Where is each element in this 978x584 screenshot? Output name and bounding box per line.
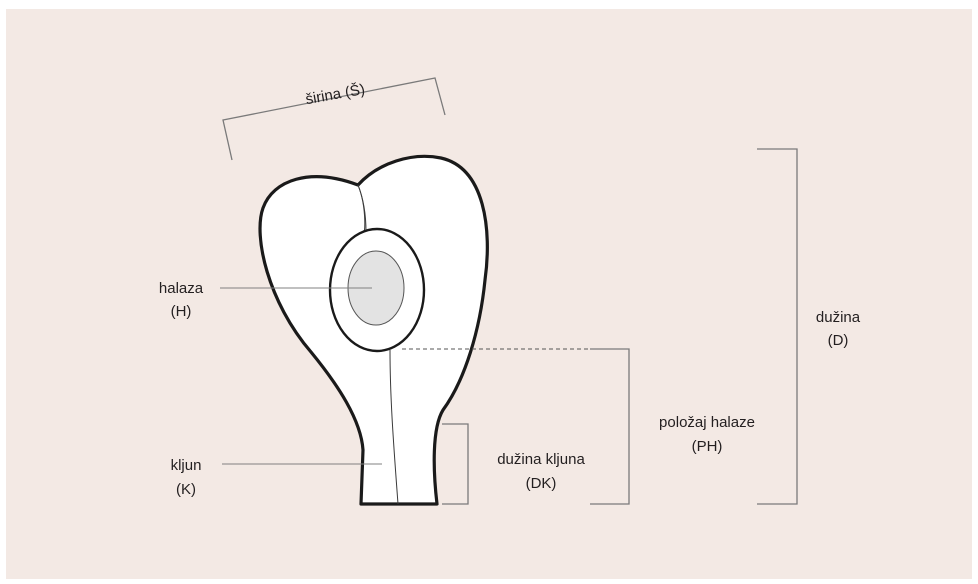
- duzina-kljuna-bracket: [442, 424, 468, 504]
- halaza-abbr: (H): [171, 303, 192, 320]
- duzina-kljuna-label: dužina kljuna: [497, 451, 585, 468]
- duzina-bracket: [757, 149, 797, 504]
- duzina-kljuna-abbr: (DK): [526, 475, 557, 492]
- duzina-label: dužina: [816, 309, 861, 326]
- polozaj-halaze-abbr: (PH): [692, 438, 723, 455]
- kljun-abbr: (K): [176, 481, 196, 498]
- polozaj-halaze-bracket: [590, 349, 629, 504]
- kljun-label: kljun: [171, 457, 202, 474]
- duzina-abbr: (D): [828, 332, 849, 349]
- sirina-label: širina (Š): [304, 81, 366, 108]
- polozaj-halaze-label: položaj halaze: [659, 414, 755, 431]
- halaza-label: halaza: [159, 280, 204, 297]
